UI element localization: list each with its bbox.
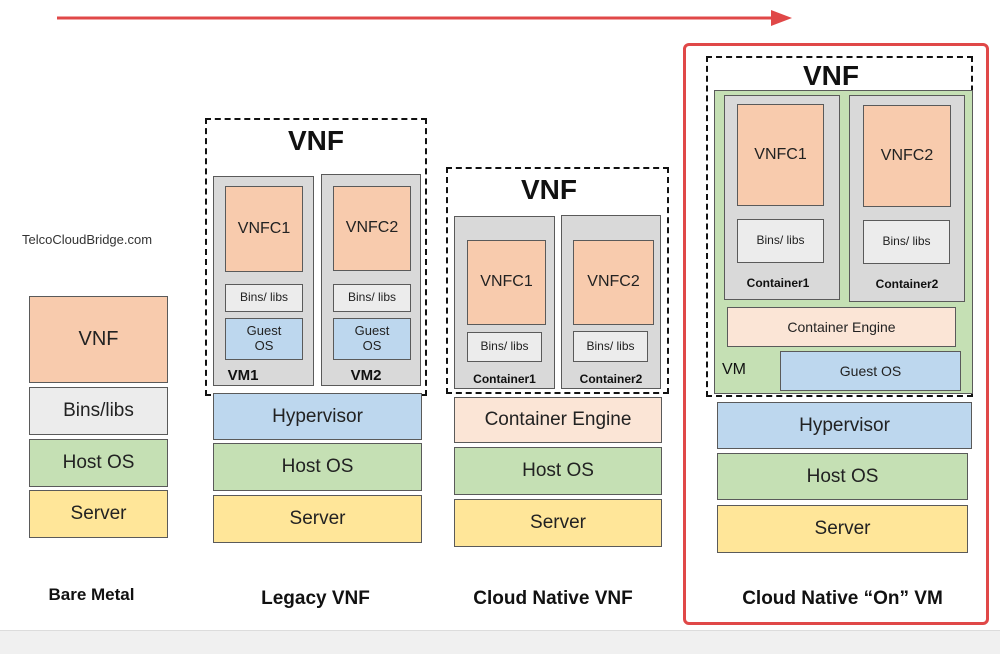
on-vm-vnf-title: VNF <box>803 60 859 91</box>
watermark-text: TelcoCloudBridge.com <box>22 232 153 247</box>
caption-bare-metal: Bare Metal <box>48 585 135 604</box>
cloud-native-c1-vnfc1: VNFC1 <box>467 240 546 325</box>
caption-legacy-vnf: Legacy VNF <box>261 588 370 609</box>
legacy-host-os: Host OS <box>213 443 422 491</box>
bare-metal-server: Server <box>29 490 168 538</box>
legacy-vm2-vnfc2: VNFC2 <box>333 186 411 271</box>
on-vm-container-engine: Container Engine <box>727 307 956 347</box>
bare-metal-vnf: VNF <box>29 296 168 383</box>
legacy-vm1-vnfc1: VNFC1 <box>225 186 303 272</box>
cloud-native-container2-label: Container2 <box>579 372 643 386</box>
cloud-native-vnf-boundary <box>446 167 669 394</box>
cloud-native-c2-vnfc2: VNFC2 <box>573 240 654 325</box>
on-vm-c2-bins-libs: Bins/ libs <box>863 220 950 264</box>
arrow-head-icon <box>771 10 792 26</box>
legacy-vm1-label: VM1 <box>227 367 259 384</box>
legacy-vm2-bins-libs: Bins/ libs <box>333 284 411 312</box>
bottom-strip <box>0 630 1000 654</box>
bare-metal-bins-libs: Bins/libs <box>29 387 168 435</box>
legacy-vm1-bins-libs: Bins/ libs <box>225 284 303 312</box>
cloud-native-container1-label: Container1 <box>473 372 536 386</box>
on-vm-vm-label: VM <box>722 361 746 378</box>
legacy-vnf-title: VNF <box>288 125 344 156</box>
on-vm-guest-os: Guest OS <box>780 351 961 391</box>
legacy-vm1-guest-os: Guest OS <box>225 318 303 360</box>
legacy-vm2-label: VM2 <box>350 367 382 384</box>
caption-cloud-native-on-vm: Cloud Native “On” VM <box>742 588 943 609</box>
cloud-native-vnf-title: VNF <box>521 174 577 205</box>
cloud-native-container-engine: Container Engine <box>454 397 662 443</box>
legacy-server: Server <box>213 495 422 543</box>
bare-metal-host-os: Host OS <box>29 439 168 487</box>
on-vm-c2-vnfc2: VNFC2 <box>863 105 951 207</box>
cloud-native-host-os: Host OS <box>454 447 662 495</box>
on-vm-hypervisor: Hypervisor <box>717 402 972 449</box>
caption-cloud-native-vnf: Cloud Native VNF <box>473 588 633 609</box>
cloud-native-c1-bins-libs: Bins/ libs <box>467 332 542 362</box>
cloud-native-c2-bins-libs: Bins/ libs <box>573 331 648 362</box>
on-vm-container2-label: Container2 <box>875 277 939 291</box>
evolution-arrow <box>57 10 792 26</box>
on-vm-host-os: Host OS <box>717 453 968 500</box>
legacy-hypervisor: Hypervisor <box>213 393 422 440</box>
on-vm-container1-label: Container1 <box>746 276 810 290</box>
on-vm-c1-vnfc1: VNFC1 <box>737 104 824 206</box>
on-vm-c1-bins-libs: Bins/ libs <box>737 219 824 263</box>
on-vm-server: Server <box>717 505 968 553</box>
cloud-native-server: Server <box>454 499 662 547</box>
highlight-frame <box>683 43 989 625</box>
legacy-vm2-guest-os: Guest OS <box>333 318 411 360</box>
